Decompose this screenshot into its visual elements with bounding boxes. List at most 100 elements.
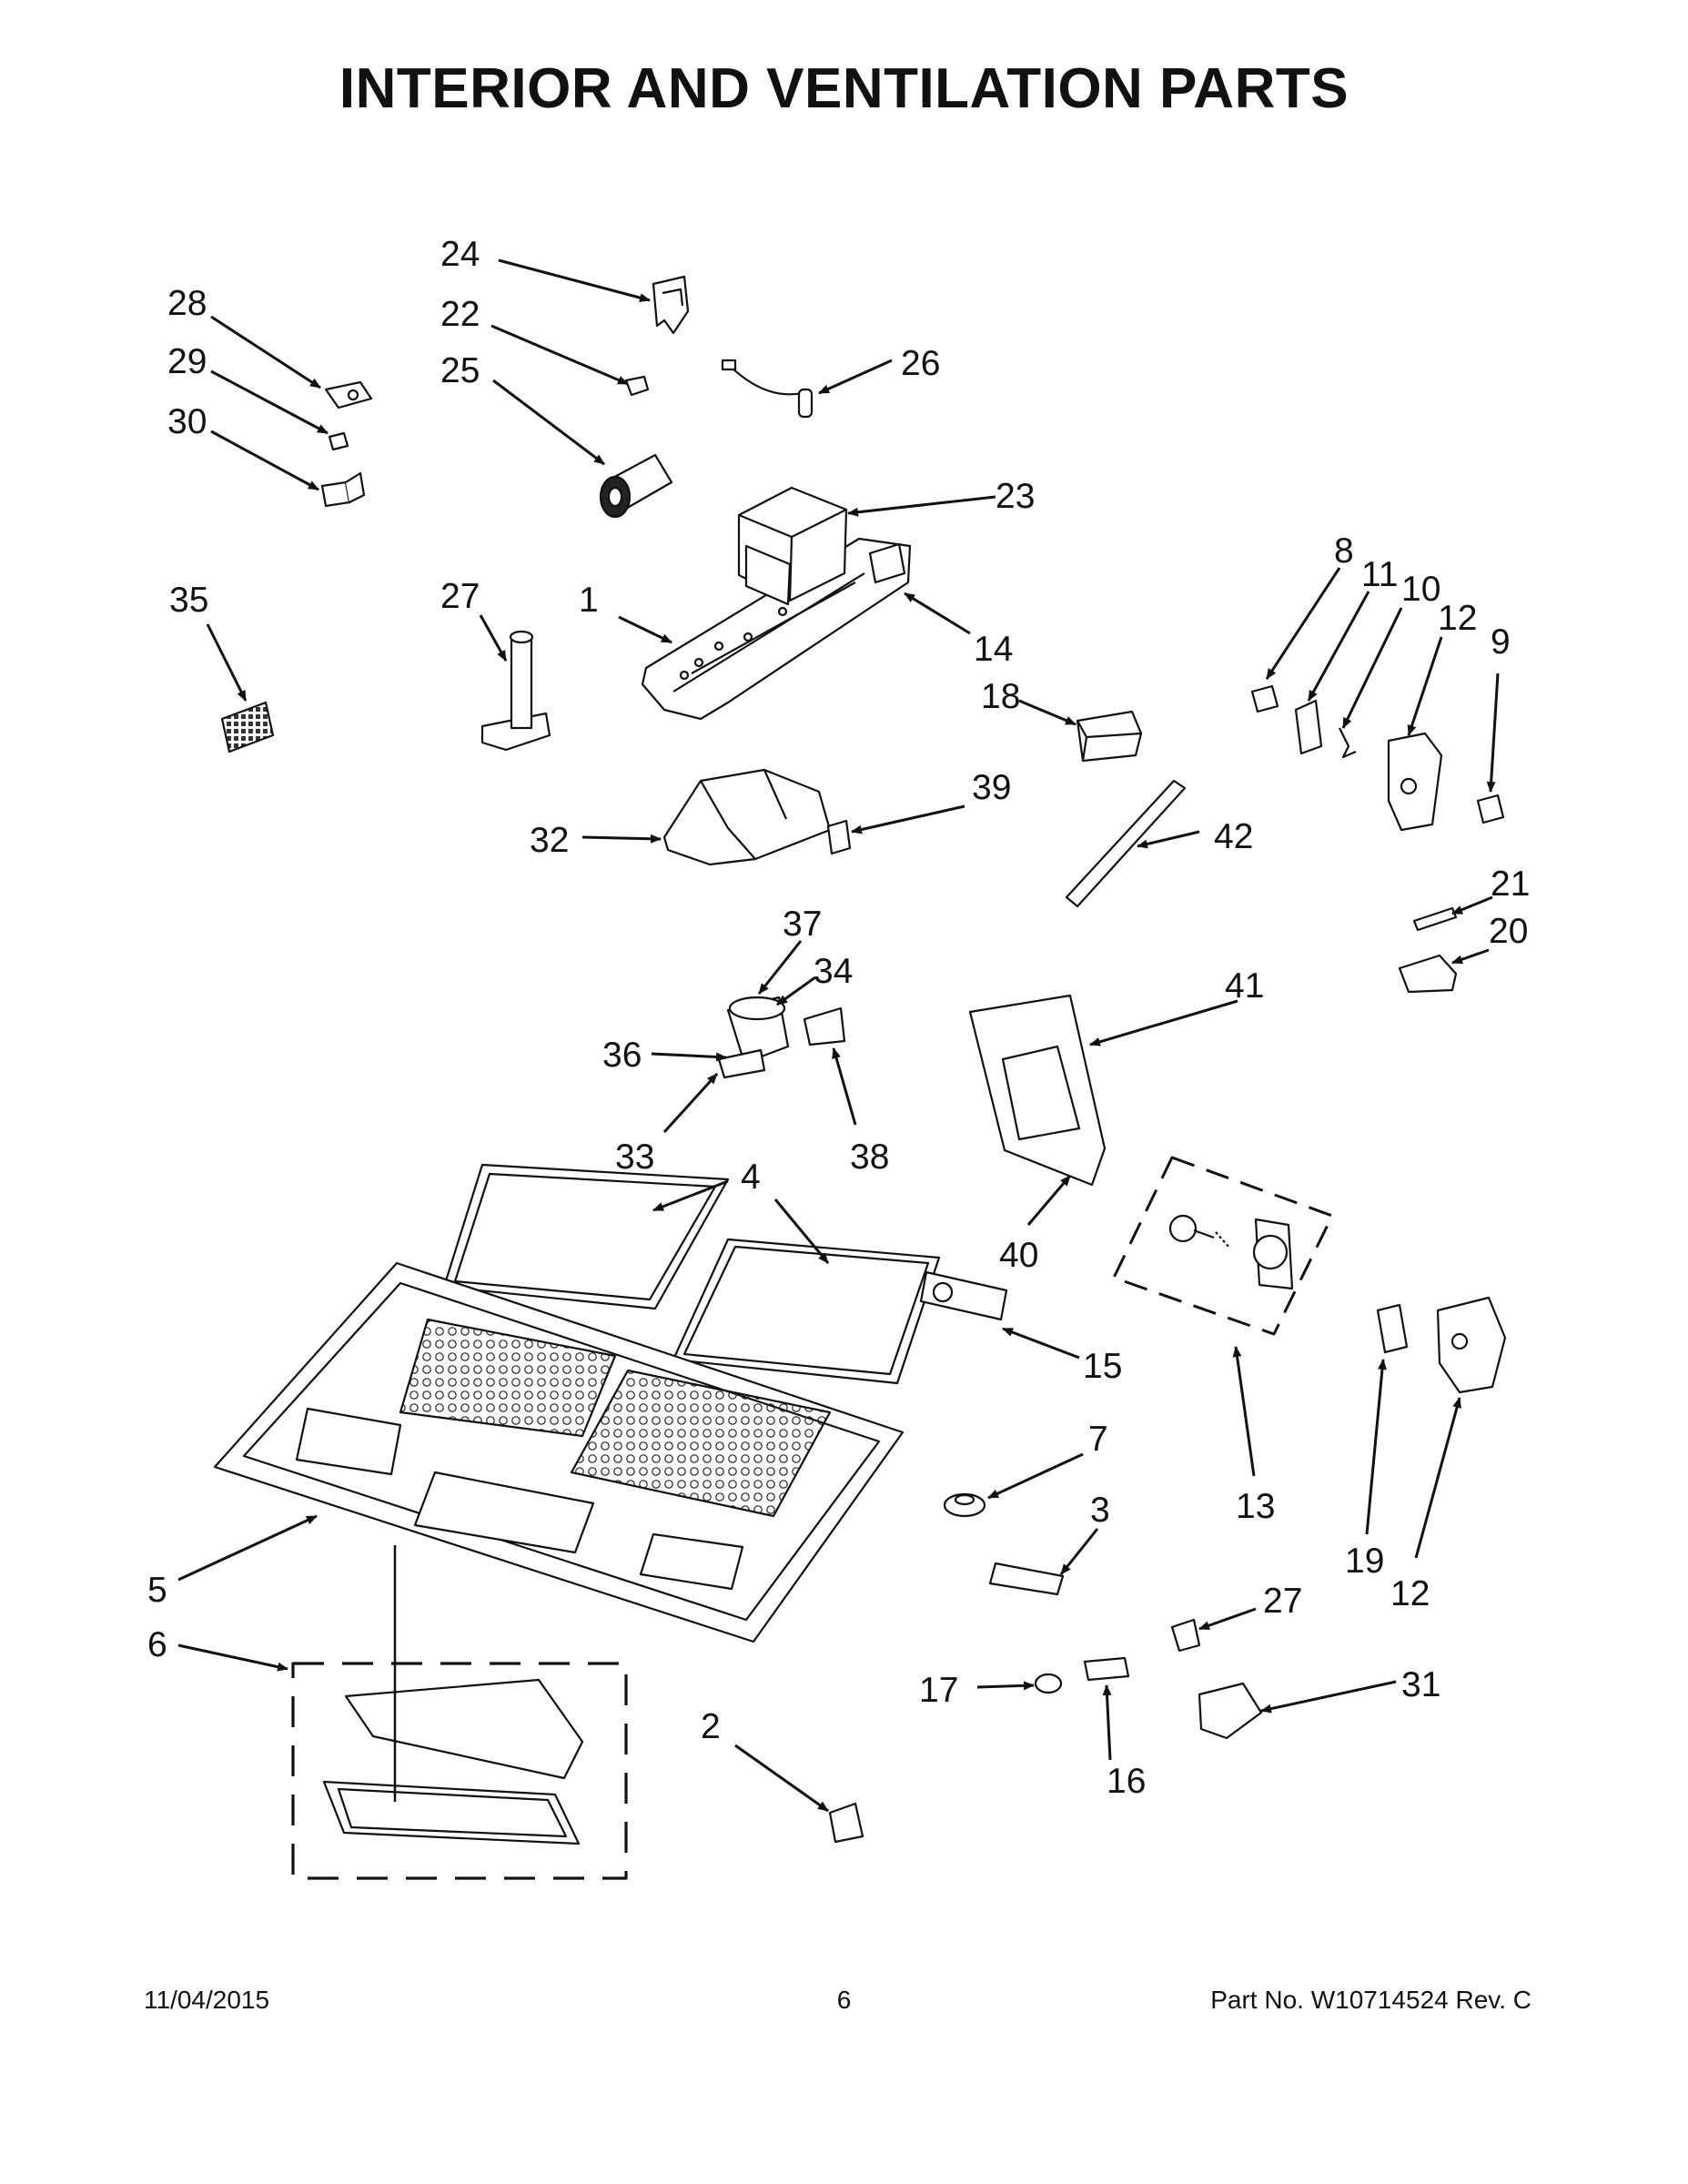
leader-38 bbox=[832, 1047, 857, 1126]
leader-1 bbox=[618, 615, 672, 644]
leader-39 bbox=[851, 804, 965, 834]
leader-28 bbox=[210, 315, 321, 389]
leader-41 bbox=[1089, 999, 1238, 1046]
callout-12-upper: 12 bbox=[1438, 599, 1477, 638]
callout-38: 38 bbox=[850, 1138, 889, 1177]
part-13-assembly-box bbox=[1112, 1156, 1334, 1336]
part-12-lower-latch-drawing bbox=[1436, 1296, 1507, 1394]
part-22-clip-drawing bbox=[624, 375, 650, 397]
leader-33 bbox=[662, 1072, 719, 1134]
part-29-clip-drawing bbox=[328, 431, 349, 451]
callout-22: 22 bbox=[440, 295, 480, 334]
leader-25 bbox=[492, 379, 605, 466]
leader-15 bbox=[1002, 1327, 1080, 1360]
part-41-frame-drawing bbox=[968, 994, 1107, 1187]
leader-37 bbox=[757, 940, 803, 995]
leader-5 bbox=[177, 1514, 318, 1582]
callout-10: 10 bbox=[1401, 570, 1440, 609]
leader-23 bbox=[847, 495, 996, 517]
callout-25: 25 bbox=[440, 351, 480, 390]
leader-20 bbox=[1451, 948, 1490, 965]
callout-29: 29 bbox=[167, 342, 207, 381]
leader-27-lower bbox=[1198, 1607, 1257, 1631]
part-1-base-plate-drawing bbox=[641, 537, 912, 721]
callout-28: 28 bbox=[167, 284, 207, 323]
page-title: INTERIOR AND VENTILATION PARTS bbox=[339, 57, 1349, 120]
part-4-panel-left-drawing bbox=[442, 1163, 730, 1310]
part-2-hinge-drawing bbox=[828, 1802, 864, 1844]
leader-14 bbox=[904, 592, 971, 635]
part-25-capacitor-drawing bbox=[599, 453, 673, 519]
leader-12-upper bbox=[1407, 636, 1443, 736]
part-17-bulb-drawing bbox=[1034, 1673, 1063, 1694]
callout-32: 32 bbox=[530, 821, 569, 860]
leader-13 bbox=[1232, 1346, 1256, 1477]
part-20-bracket-drawing bbox=[1398, 954, 1458, 994]
callout-16: 16 bbox=[1107, 1762, 1146, 1801]
part-10-spring-drawing bbox=[1339, 727, 1357, 759]
leader-26 bbox=[818, 359, 893, 395]
callout-5: 5 bbox=[147, 1571, 167, 1610]
callout-21: 21 bbox=[1491, 864, 1530, 904]
leader-19 bbox=[1365, 1359, 1387, 1535]
leader-31 bbox=[1260, 1680, 1397, 1714]
part-7-spacer-drawing bbox=[943, 1492, 986, 1518]
part-11-switch-drawing bbox=[1294, 699, 1323, 755]
part-21-pin-drawing bbox=[1412, 906, 1458, 932]
leader-17 bbox=[976, 1681, 1035, 1691]
part-31-socket-drawing bbox=[1198, 1682, 1263, 1740]
leader-10 bbox=[1341, 607, 1403, 729]
callout-12-lower: 12 bbox=[1390, 1574, 1430, 1613]
part-37-fan-motor-drawing bbox=[726, 996, 790, 1065]
leader-7 bbox=[987, 1452, 1084, 1500]
part-3-clip-drawing bbox=[988, 1562, 1065, 1596]
callout-6: 6 bbox=[147, 1625, 167, 1664]
callout-36: 36 bbox=[602, 1036, 642, 1075]
leader-8 bbox=[1265, 567, 1341, 680]
leader-29 bbox=[210, 369, 329, 435]
leader-42 bbox=[1137, 830, 1200, 849]
part-33-bracket-drawing bbox=[717, 1048, 766, 1079]
leader-40 bbox=[1026, 1175, 1072, 1226]
part-6-trim-drawing bbox=[322, 1678, 584, 1845]
part-23-transformer-drawing bbox=[737, 486, 848, 606]
callout-15: 15 bbox=[1083, 1347, 1122, 1386]
callout-37: 37 bbox=[783, 905, 822, 944]
part-24-bracket-drawing bbox=[652, 275, 690, 335]
leader-32 bbox=[581, 834, 662, 844]
part-16-lens-drawing bbox=[1083, 1656, 1130, 1682]
part-18-fuse-drawing bbox=[1076, 710, 1143, 763]
callout-33: 33 bbox=[615, 1138, 654, 1177]
part-27-duct-drawing bbox=[480, 630, 551, 752]
callout-13: 13 bbox=[1236, 1487, 1275, 1526]
part-26-sensor-drawing bbox=[721, 359, 814, 419]
callout-2: 2 bbox=[701, 1707, 721, 1746]
callout-34: 34 bbox=[814, 952, 853, 991]
part-8-switch-drawing bbox=[1250, 684, 1279, 713]
leader-27-upper bbox=[479, 614, 508, 662]
callout-14: 14 bbox=[974, 630, 1013, 669]
callout-3: 3 bbox=[1090, 1491, 1110, 1530]
leader-6 bbox=[177, 1643, 288, 1672]
leader-12-lower bbox=[1414, 1397, 1461, 1559]
callout-40: 40 bbox=[999, 1236, 1038, 1275]
leader-3 bbox=[1059, 1528, 1099, 1575]
part-30-bracket-drawing bbox=[320, 471, 366, 508]
part-13-assembly-drawing bbox=[1168, 1214, 1294, 1290]
callout-27-upper: 27 bbox=[440, 577, 480, 616]
part-28-bracket-drawing bbox=[324, 380, 373, 410]
part-42-rail-drawing bbox=[1065, 779, 1187, 908]
leader-36 bbox=[651, 1052, 727, 1062]
callout-7: 7 bbox=[1088, 1420, 1108, 1459]
callout-31: 31 bbox=[1401, 1665, 1440, 1704]
callout-30: 30 bbox=[167, 402, 207, 441]
part-27-fitting-drawing bbox=[1170, 1618, 1201, 1653]
callout-8: 8 bbox=[1334, 531, 1354, 571]
callout-27-lower: 27 bbox=[1263, 1582, 1302, 1621]
callout-26: 26 bbox=[901, 344, 940, 383]
part-14-relay-drawing bbox=[868, 542, 906, 584]
part-4-panel-right-drawing bbox=[672, 1238, 941, 1385]
leader-30 bbox=[210, 430, 319, 491]
leader-18 bbox=[1018, 699, 1076, 726]
